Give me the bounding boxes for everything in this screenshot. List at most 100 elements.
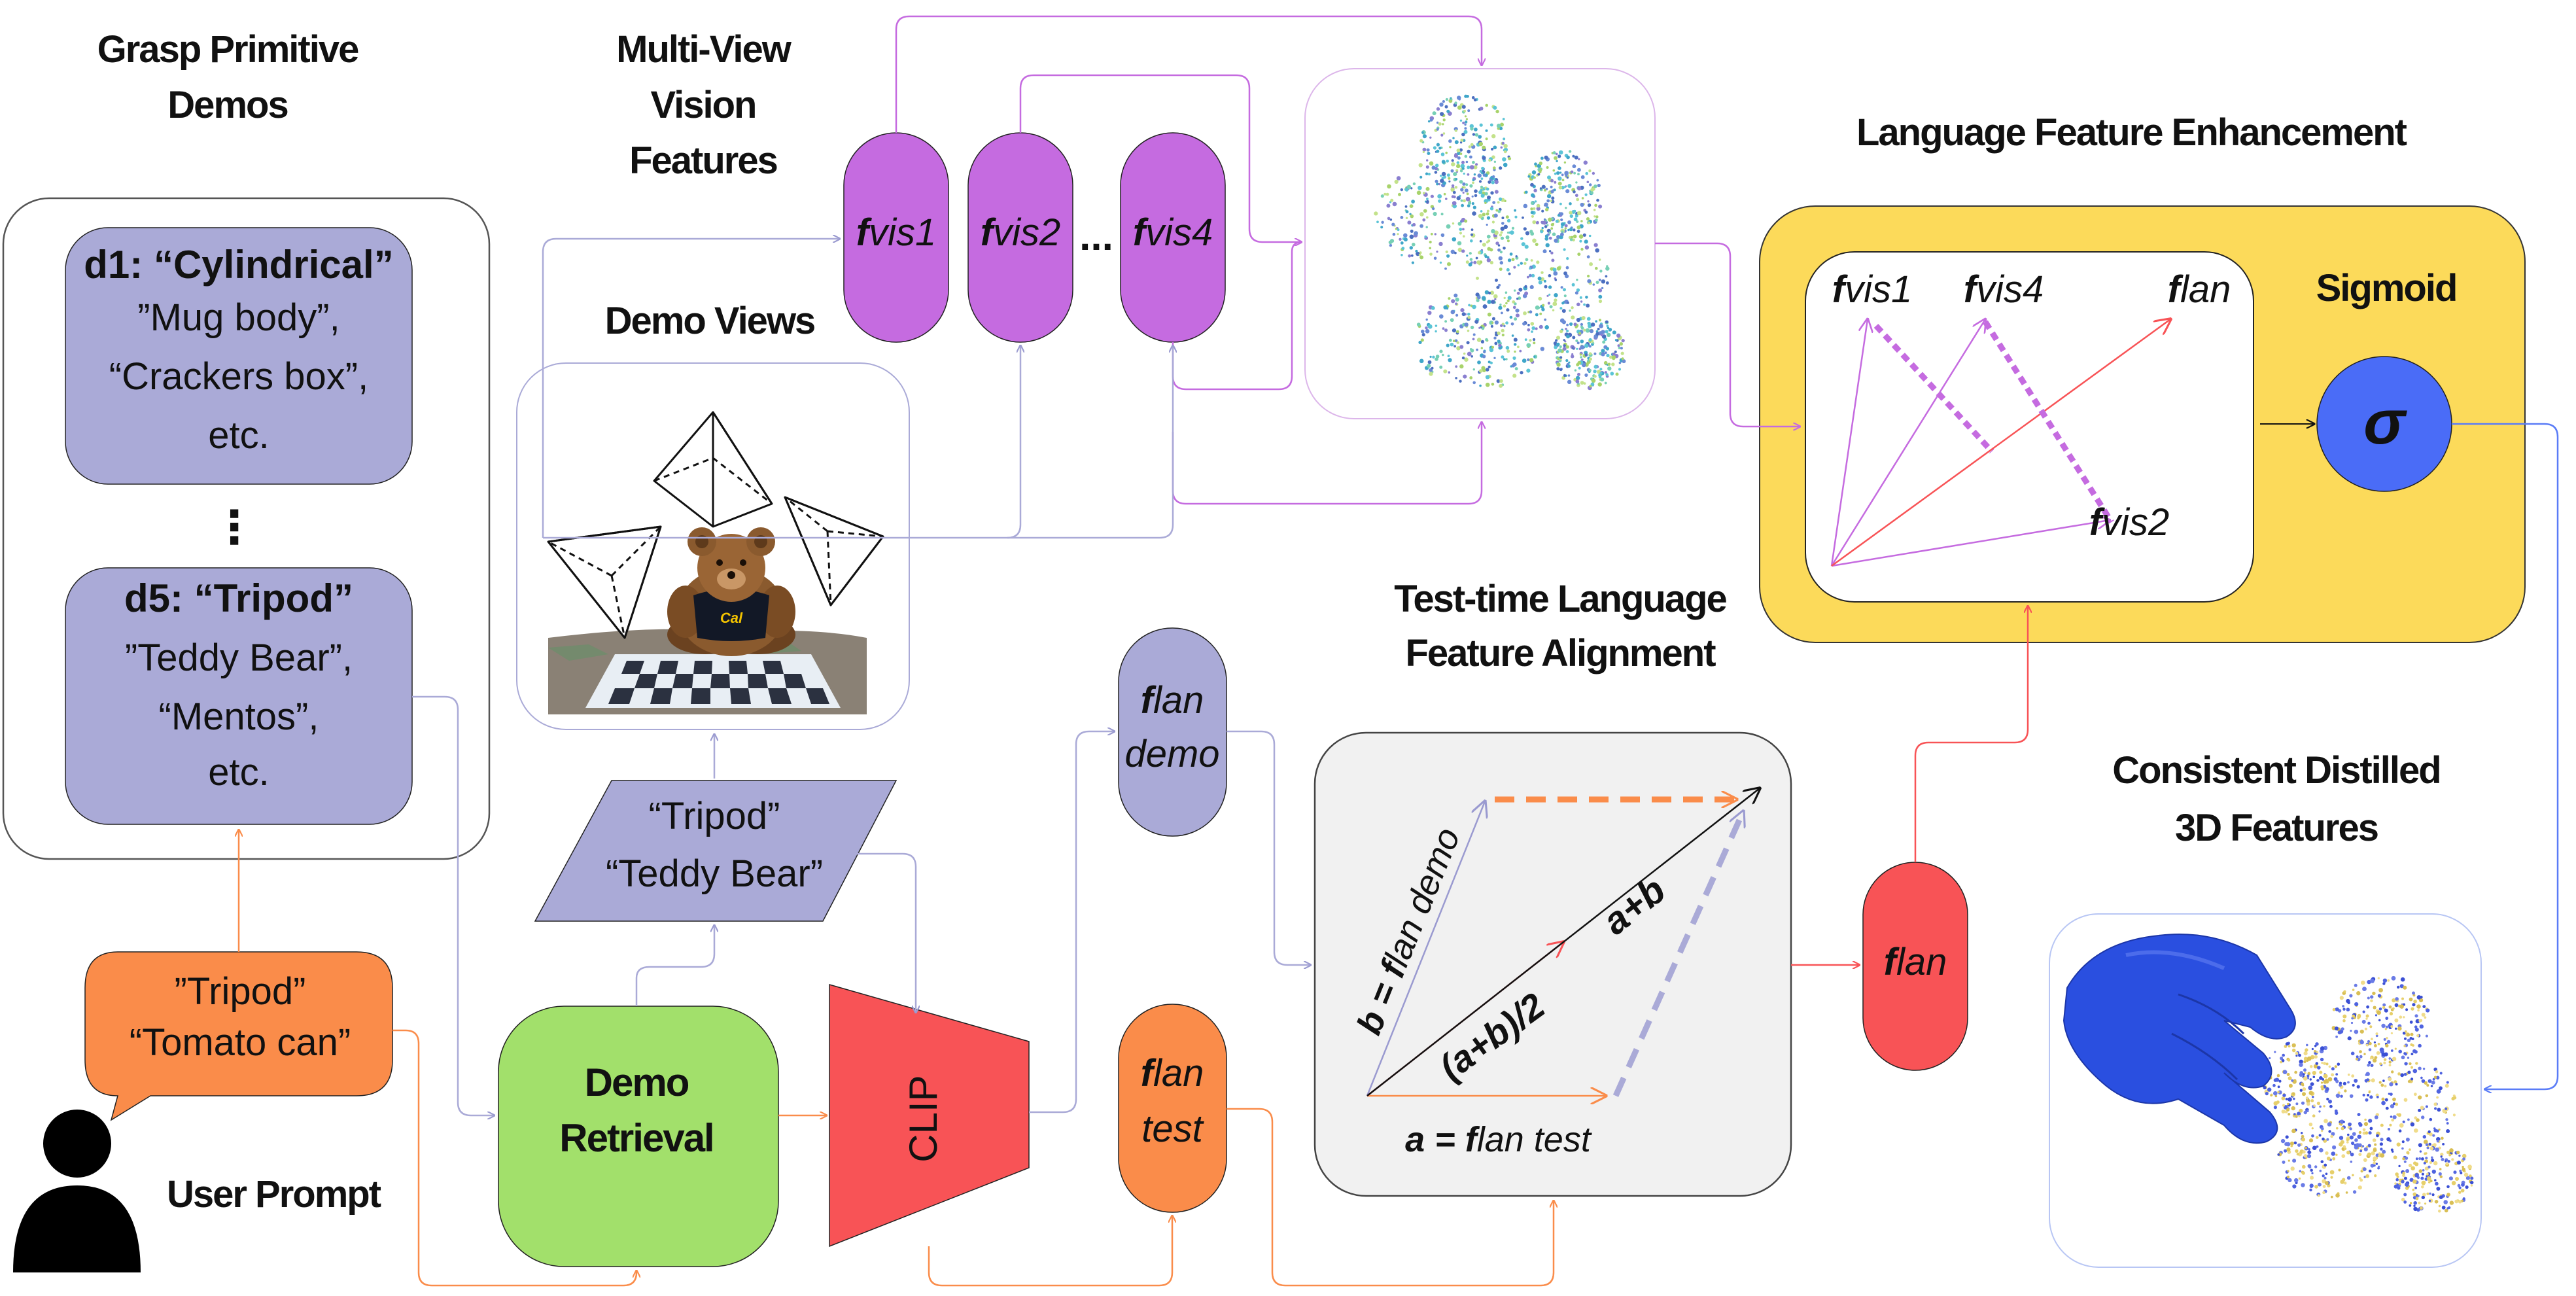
point-cloud-point [1512,374,1517,378]
point-cloud-point [1530,207,1533,211]
point-cloud-point [1507,296,1512,300]
point-cloud-point [1512,356,1516,360]
point-cloud-point [2356,1085,2360,1089]
point-cloud-point [1388,240,1393,245]
point-cloud-point [1436,149,1440,153]
point-cloud-point [1513,338,1518,342]
point-cloud-point [1421,131,1424,134]
point-cloud-point [2370,995,2374,999]
point-cloud-point [2311,1134,2314,1138]
point-cloud-point [1583,382,1586,385]
point-cloud-point [2438,1209,2441,1213]
point-cloud-point [2385,1025,2388,1028]
point-cloud-point [2363,1158,2367,1163]
point-cloud-point [1440,133,1444,137]
point-cloud-point [2307,1072,2311,1076]
point-cloud-point [1550,251,1554,254]
point-cloud-point [1576,230,1580,234]
point-cloud-point [2352,1083,2355,1087]
point-cloud-point [2444,1208,2448,1213]
point-cloud-point [1578,332,1582,335]
point-cloud-point [1540,230,1544,234]
point-cloud-point [2307,1150,2311,1154]
point-cloud-point [1448,139,1452,143]
point-cloud-point [1551,258,1555,262]
point-cloud-point [1580,325,1583,328]
point-cloud-point [1501,355,1505,359]
point-cloud-point [2316,1079,2320,1082]
point-cloud-point [2326,1138,2329,1141]
point-cloud-point [2445,1083,2449,1088]
point-cloud-point [2274,1051,2276,1053]
point-cloud-point [1440,152,1445,156]
point-cloud-point [2314,1165,2318,1168]
point-cloud-point [1421,333,1425,337]
point-cloud-point [1482,213,1486,217]
point-cloud-point [2342,1007,2346,1011]
point-cloud-point [1438,241,1443,247]
point-cloud-point [1532,238,1537,243]
point-cloud-point [2416,1118,2420,1122]
point-cloud-point [2299,1062,2303,1067]
point-cloud-point [2352,1174,2354,1177]
point-cloud-point [2310,1082,2314,1086]
point-cloud-point [1583,328,1586,332]
point-cloud-point [1503,358,1506,361]
point-cloud-point [2306,1074,2310,1077]
point-cloud-point [1542,249,1547,254]
point-cloud-point [2407,1118,2410,1121]
point-cloud-point [2424,1081,2428,1085]
point-cloud-point [2293,1113,2296,1115]
point-cloud-point [1463,109,1466,113]
point-cloud-point [1493,336,1497,340]
point-cloud-point [2332,1008,2336,1011]
point-cloud-point [2390,1025,2393,1028]
point-cloud-point [1409,234,1414,239]
point-cloud-point [2372,991,2376,996]
flan-output-label: flan [1884,941,1947,983]
point-cloud-point [1572,164,1576,169]
point-cloud-point [2441,1136,2444,1140]
point-cloud-point [1510,230,1514,235]
point-cloud-point [1533,207,1536,210]
point-cloud-point [1498,343,1502,347]
point-cloud-point [1471,195,1474,198]
point-cloud-point [1464,127,1467,130]
point-cloud-point [2368,1048,2372,1051]
point-cloud-point [1493,145,1497,150]
point-cloud-point [2431,1159,2435,1163]
point-cloud-point [1554,279,1558,281]
point-cloud-point [1433,211,1437,217]
point-cloud-point [2338,1168,2341,1172]
point-cloud-point [2351,1074,2355,1078]
user-prompt-label: User Prompt [167,1173,381,1216]
point-cloud-point [1465,118,1468,120]
point-cloud-point [2369,1095,2373,1099]
point-cloud-point [2404,1062,2408,1066]
point-cloud-point [1374,211,1378,216]
point-cloud-point [1392,201,1397,207]
point-cloud-point [1420,338,1424,342]
point-cloud-point [2422,1193,2426,1197]
point-cloud-point [2378,988,2384,992]
point-cloud-point [2385,1106,2389,1110]
point-cloud-point [1515,255,1518,258]
point-cloud-point [2273,1106,2277,1110]
point-cloud-point [1564,171,1569,175]
point-cloud-point [1605,266,1610,271]
point-cloud-point [1390,198,1394,202]
point-cloud-point [1400,188,1403,192]
point-cloud-point [1384,192,1387,196]
point-cloud-point [2299,1108,2303,1113]
point-cloud-point [1577,173,1580,175]
point-cloud-point [2375,1032,2378,1036]
point-cloud-point [2305,1048,2308,1052]
point-cloud-point [1455,313,1459,317]
point-cloud-point [1412,222,1416,227]
point-cloud-point [2357,1113,2361,1117]
point-cloud-point [2275,1077,2280,1082]
point-cloud-point [2301,1132,2303,1134]
point-cloud-point [2276,1074,2280,1077]
point-cloud-point [1418,340,1422,345]
point-cloud-point [2297,1143,2301,1147]
